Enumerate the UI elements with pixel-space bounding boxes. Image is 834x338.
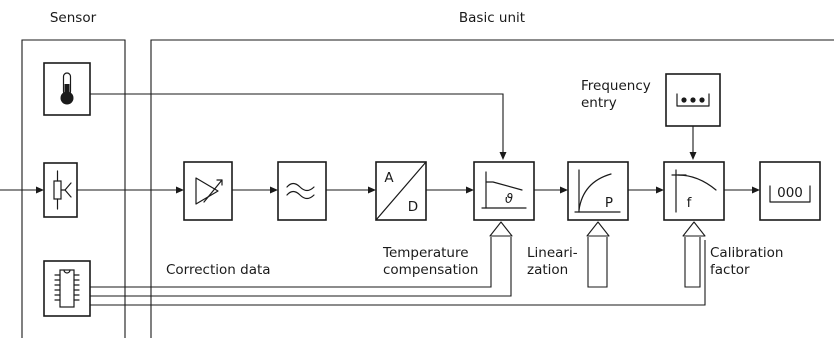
arrowhead	[176, 186, 184, 194]
correction-data-label: Correction data	[166, 262, 271, 278]
amplifier-icon	[195, 177, 223, 205]
sensor-element-icon	[53, 170, 72, 210]
frequency-block: f	[663, 161, 725, 221]
temperature-symbol: ϑ	[505, 192, 513, 207]
memory-chip-icon	[54, 269, 80, 308]
correction-line-calibration	[684, 237, 701, 288]
correction-line-temperature	[90, 237, 492, 288]
temperature-feed-line	[90, 93, 504, 152]
calibration-factor-label-line1: Calibration	[710, 245, 783, 261]
arrowhead	[466, 186, 474, 194]
annotations: Frequency entry Correction data Temperat…	[166, 78, 783, 278]
temperature-compensation-block: ϑ	[473, 161, 535, 221]
hollow-arrowhead	[586, 221, 610, 237]
arrowhead	[656, 186, 664, 194]
frequency-entry-label-line2: entry	[581, 95, 617, 111]
correction-line-linearization-right	[587, 237, 608, 288]
linearization-block: P	[567, 161, 629, 221]
signal-lines	[0, 93, 760, 306]
temperature-compensation-label-line2: compensation	[383, 262, 478, 278]
linearization-icon	[574, 169, 621, 213]
sensor-region-frame	[21, 39, 126, 338]
basic-unit-region-frame	[150, 39, 834, 338]
arrowhead	[270, 186, 278, 194]
calibration-factor-line	[90, 240, 706, 306]
strain-gauge-sensor-block	[43, 162, 78, 218]
basic-unit-region: Basic unit	[150, 10, 834, 338]
frequency-symbol: f	[687, 195, 693, 211]
frequency-entry-label-line1: Frequency	[581, 78, 651, 94]
arrowhead	[689, 152, 697, 160]
amplifier-block	[183, 161, 233, 221]
keypad-icon	[676, 93, 710, 107]
thermometer-icon	[60, 72, 74, 105]
pressure-symbol: P	[605, 195, 613, 211]
frequency-icon	[671, 169, 717, 213]
linearization-box	[567, 161, 629, 221]
arrowhead	[499, 152, 507, 160]
display-block: 000	[759, 161, 821, 221]
adc-output-label: D	[408, 199, 418, 215]
temperature-compensation-label-line1: Temperature	[382, 245, 469, 261]
frequency-entry-block	[665, 73, 721, 127]
filter-icon	[286, 182, 315, 200]
arrowhead	[560, 186, 568, 194]
linearization-label-line1: Lineari-	[527, 245, 578, 261]
basic-unit-title: Basic unit	[459, 10, 525, 26]
calibration-factor-label-line2: factor	[710, 262, 750, 278]
hollow-arrowhead	[489, 221, 513, 237]
memory-chip-block	[43, 260, 91, 317]
arrowhead	[752, 186, 760, 194]
arrowhead	[368, 186, 376, 194]
hollow-arrowhead	[682, 221, 706, 237]
frequency-box	[663, 161, 725, 221]
temperature-compensation-icon	[481, 171, 527, 209]
amplifier-box	[183, 161, 233, 221]
filter-box	[277, 161, 327, 221]
filter-block	[277, 161, 327, 221]
temperature-compensation-box	[473, 161, 535, 221]
display-icon	[769, 185, 811, 203]
linearization-label-line2: zation	[527, 262, 568, 278]
input-arrowhead	[36, 186, 44, 194]
correction-line-linearization-left	[90, 237, 512, 297]
sensor-region: Sensor	[21, 10, 126, 338]
temperature-sensor-block	[43, 62, 91, 116]
display-value: 000	[777, 185, 803, 201]
adc-block: A D	[375, 161, 427, 221]
adc-divider	[375, 161, 427, 221]
adc-input-label: A	[384, 170, 394, 186]
sensor-title: Sensor	[50, 10, 97, 26]
